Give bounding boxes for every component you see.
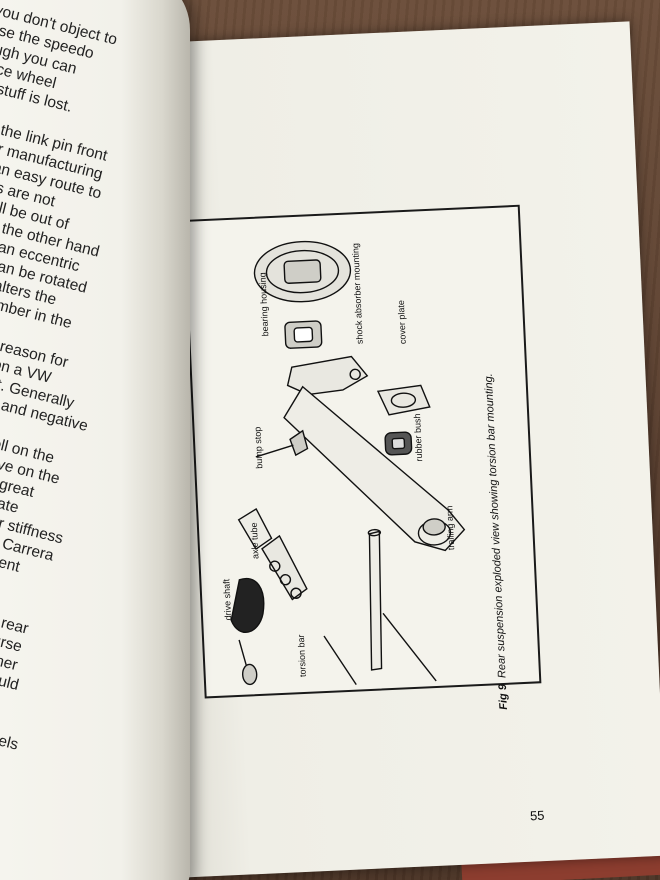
label-drive-shaft: drive shaft bbox=[221, 578, 233, 620]
suspension-diagram: bearing housing shock absorber mounting … bbox=[221, 240, 466, 686]
label-trailing-arm: trailing arm bbox=[444, 505, 456, 550]
left-page-text: viding you don't object tor road use the… bbox=[0, 0, 138, 853]
label-cover-plate: cover plate bbox=[396, 300, 408, 344]
axle-tube-part bbox=[261, 534, 308, 601]
label-rubber-bush: rubber bush bbox=[412, 413, 424, 461]
label-bearing-housing: bearing housing bbox=[257, 272, 270, 336]
label-bump-stop: bump stop bbox=[252, 427, 264, 469]
label-shock-absorber-mounting: shock absorber mounting bbox=[350, 243, 365, 344]
bump-stop-part bbox=[289, 429, 309, 457]
label-torsion-bar: torsion bar bbox=[296, 634, 308, 677]
trailing-arm bbox=[283, 385, 466, 552]
label-axle-tube: axle tube bbox=[249, 522, 261, 559]
cover-plate bbox=[376, 384, 431, 416]
page-number: 55 bbox=[529, 807, 545, 824]
torsion-bar-part bbox=[368, 530, 383, 671]
figure-number: Fig 9 bbox=[496, 683, 510, 710]
drive-shaft-boot bbox=[230, 577, 265, 633]
left-page: viding you don't object tor road use the… bbox=[0, 0, 190, 880]
figure-frame: bearing housing shock absorber mounting … bbox=[183, 204, 542, 699]
spring-plate-bracket bbox=[286, 355, 369, 396]
